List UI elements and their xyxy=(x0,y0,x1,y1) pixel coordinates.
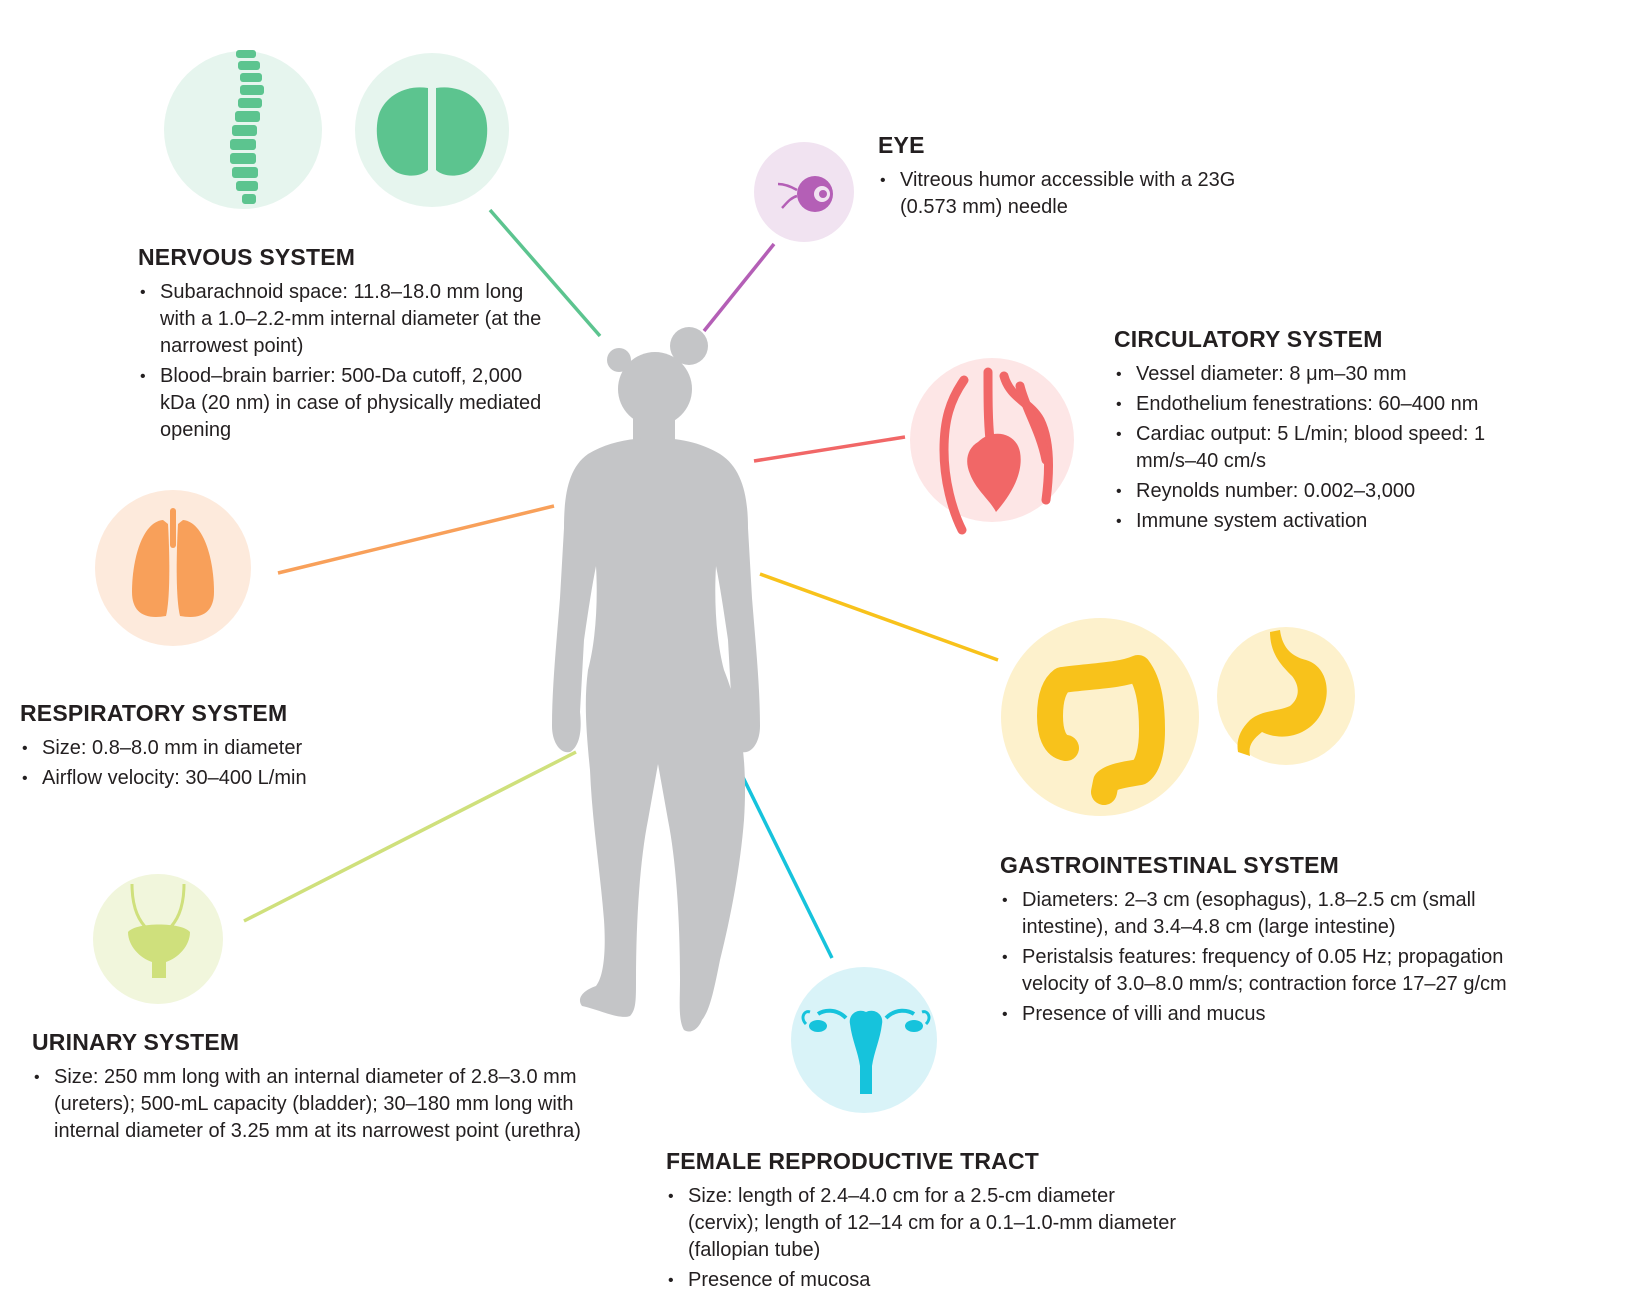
uterus-icon xyxy=(801,1008,931,1094)
circulatory-system-item: Cardiac output: 5 L/min; blood speed: 1 … xyxy=(1116,421,1539,475)
circulatory-system-item: Endothelium fenestrations: 60–400 nm xyxy=(1116,391,1539,418)
respiratory-connector-line xyxy=(277,504,555,575)
brain-icon xyxy=(376,87,488,176)
nervous-system-panel: NERVOUS SYSTEM Subarachnoid space: 11.8–… xyxy=(138,244,558,447)
urinary-system-list: Size: 250 mm long with an internal diame… xyxy=(32,1064,592,1145)
spine-icon xyxy=(230,50,264,204)
eye-item: Vitreous humor accessible with a 23G (0.… xyxy=(880,167,1248,221)
circulatory-system-item: Immune system activation xyxy=(1116,508,1539,535)
circulatory-system-item: Vessel diameter: 8 μm–30 mm xyxy=(1116,361,1539,388)
female-reproductive-tract-list: Size: length of 2.4–4.0 cm for a 2.5-cm … xyxy=(666,1183,1186,1294)
female-reproductive-tract-item: Size: length of 2.4–4.0 cm for a 2.5-cm … xyxy=(668,1183,1186,1264)
female-reproductive-tract-title: FEMALE REPRODUCTIVE TRACT xyxy=(666,1148,1039,1174)
reproductive-connector-line xyxy=(729,752,834,959)
circulatory-system-item: Reynolds number: 0.002–3,000 xyxy=(1116,478,1539,505)
stomach-icon xyxy=(1237,630,1327,756)
gastrointestinal-system-item: Presence of villi and mucus xyxy=(1002,1001,1520,1028)
respiratory-system-title: RESPIRATORY SYSTEM xyxy=(20,700,288,726)
nervous-system-item: Blood–brain barrier: 500-Da cutoff, 2,00… xyxy=(140,363,558,444)
circulatory-system-list: Vessel diameter: 8 μm–30 mm Endothelium … xyxy=(1114,361,1539,535)
gastrointestinal-system-panel: GASTROINTESTINAL SYSTEM Diameters: 2–3 c… xyxy=(1000,852,1520,1031)
respiratory-system-item: Size: 0.8–8.0 mm in diameter xyxy=(22,735,460,762)
heart-icon xyxy=(939,367,1053,535)
eye-connector-line xyxy=(702,242,776,333)
nervous-system-title: NERVOUS SYSTEM xyxy=(138,244,356,270)
urinary-connector-line xyxy=(243,750,577,923)
gastrointestinal-system-list: Diameters: 2–3 cm (esophagus), 1.8–2.5 c… xyxy=(1000,887,1520,1028)
urinary-system-item: Size: 250 mm long with an internal diame… xyxy=(34,1064,592,1145)
lungs-icon xyxy=(132,508,214,617)
circulatory-connector-line xyxy=(753,435,906,463)
female-reproductive-tract-panel: FEMALE REPRODUCTIVE TRACT Size: length o… xyxy=(666,1148,1186,1297)
gastro-connector-line xyxy=(759,572,999,662)
eye-title: EYE xyxy=(878,132,925,158)
heart-shape xyxy=(967,433,1021,512)
respiratory-system-panel: RESPIRATORY SYSTEM Size: 0.8–8.0 mm in d… xyxy=(20,700,460,795)
intestine-icon xyxy=(1037,655,1165,805)
bladder-icon xyxy=(128,883,190,978)
female-silhouette-icon xyxy=(552,327,760,1032)
urinary-system-title: URINARY SYSTEM xyxy=(32,1029,240,1055)
nervous-system-list: Subarachnoid space: 11.8–18.0 mm long wi… xyxy=(138,279,558,444)
circulatory-system-panel: CIRCULATORY SYSTEM Vessel diameter: 8 μm… xyxy=(1114,326,1539,538)
gastrointestinal-system-item: Peristalsis features: frequency of 0.05 … xyxy=(1002,944,1520,998)
respiratory-system-list: Size: 0.8–8.0 mm in diameter Airflow vel… xyxy=(20,735,460,792)
eye-panel: EYE Vitreous humor accessible with a 23G… xyxy=(878,132,1248,224)
female-reproductive-tract-item: Presence of mucosa xyxy=(668,1267,1186,1294)
nervous-connector-line xyxy=(488,208,602,338)
eye-icon xyxy=(777,176,833,212)
gastrointestinal-system-title: GASTROINTESTINAL SYSTEM xyxy=(1000,852,1339,878)
eye-list: Vitreous humor accessible with a 23G (0.… xyxy=(878,167,1248,221)
respiratory-system-item: Airflow velocity: 30–400 L/min xyxy=(22,765,460,792)
circulatory-system-title: CIRCULATORY SYSTEM xyxy=(1114,326,1383,352)
lungs-icon-background xyxy=(95,490,251,646)
gastrointestinal-system-item: Diameters: 2–3 cm (esophagus), 1.8–2.5 c… xyxy=(1002,887,1520,941)
nervous-system-item: Subarachnoid space: 11.8–18.0 mm long wi… xyxy=(140,279,558,360)
urinary-system-panel: URINARY SYSTEM Size: 250 mm long with an… xyxy=(32,1029,592,1148)
